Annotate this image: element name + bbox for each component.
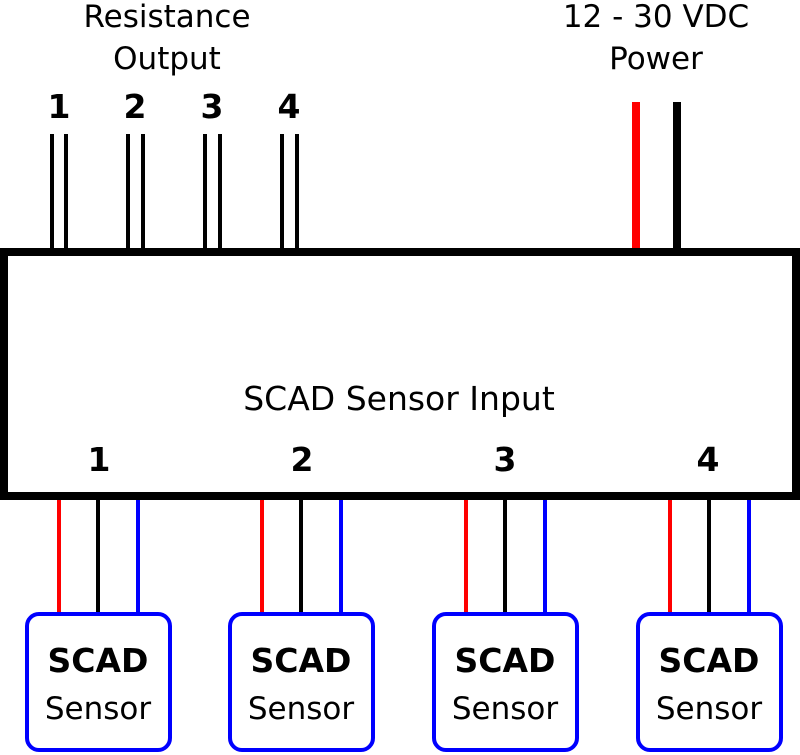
input-1-number: 1 [88, 440, 111, 479]
sensor-2-wires [260, 500, 343, 614]
sensor-2-box [228, 612, 375, 752]
sensor-3: SCAD Sensor [432, 612, 579, 752]
sensor-3-subtitle: Sensor [452, 691, 559, 727]
input-2-number: 2 [291, 440, 314, 479]
sensor-4-box [636, 612, 783, 752]
power-label-line2: Power [609, 41, 703, 77]
output-channel-2-number: 2 [124, 87, 147, 126]
resistance-output-label-line2: Output [113, 41, 221, 77]
sensor-3-wires [464, 500, 547, 614]
sensor-1-box [25, 612, 172, 752]
sensor-1: SCAD Sensor [25, 612, 172, 752]
sensor-1-subtitle: Sensor [45, 691, 152, 727]
power-label-line1: 12 - 30 VDC [563, 0, 749, 35]
input-4-number: 4 [697, 440, 720, 479]
output-wires [50, 134, 299, 252]
sensor-4-title: SCAD [659, 641, 760, 680]
sensor-2-title: SCAD [251, 641, 352, 680]
sensor-4: SCAD Sensor [636, 612, 783, 752]
resistance-output-label-line1: Resistance [83, 0, 250, 35]
sensor-input-label: SCAD Sensor Input [243, 379, 555, 418]
sensor-2: SCAD Sensor [228, 612, 375, 752]
sensor-4-subtitle: Sensor [656, 691, 763, 727]
sensor-1-wires [57, 500, 140, 614]
sensor-1-title: SCAD [48, 641, 149, 680]
output-channel-3-number: 3 [201, 87, 224, 126]
sensor-3-title: SCAD [455, 641, 556, 680]
sensor-3-box [432, 612, 579, 752]
output-channel-4-number: 4 [278, 87, 301, 126]
sensor-2-subtitle: Sensor [248, 691, 355, 727]
input-3-number: 3 [494, 440, 517, 479]
sensor-4-wires [668, 500, 751, 614]
output-channel-1-number: 1 [48, 87, 71, 126]
module-box [0, 248, 800, 500]
